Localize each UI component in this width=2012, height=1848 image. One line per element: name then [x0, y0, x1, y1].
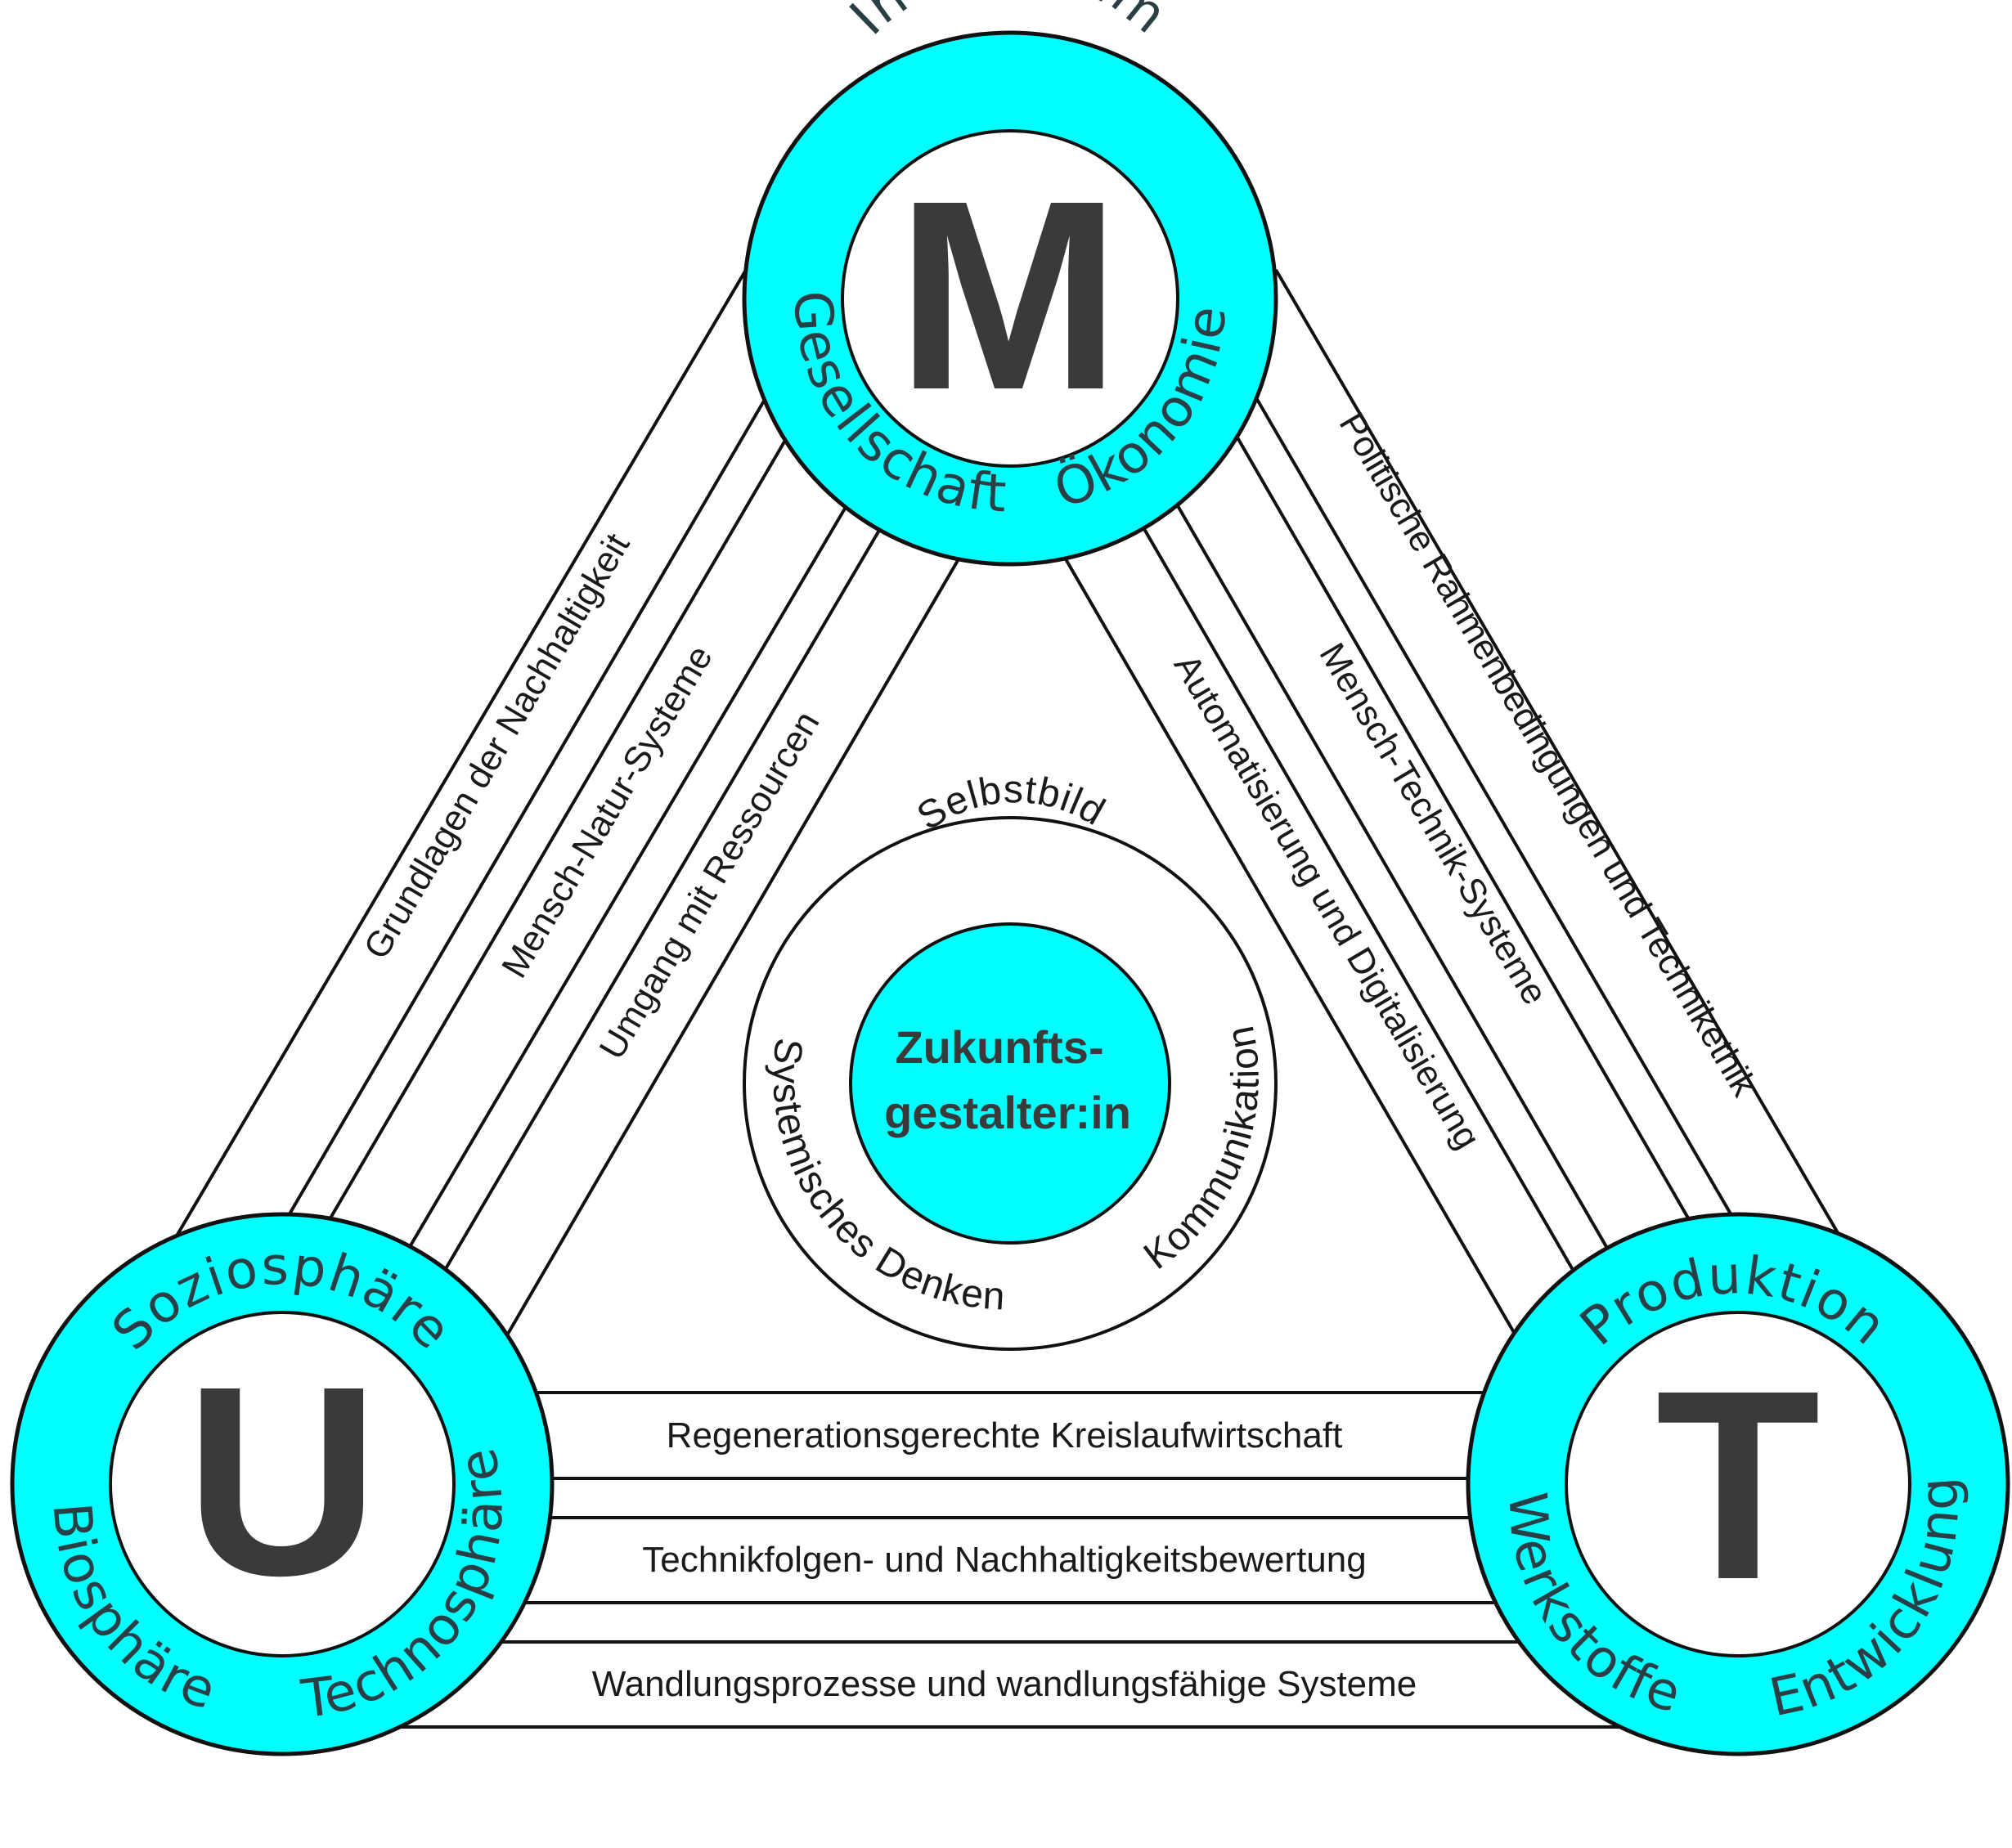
left-band-line [497, 546, 967, 1351]
node-u-core [109, 1311, 456, 1657]
left-band-line [321, 432, 791, 1232]
left-band-labels: Grundlagen der Nachhaltigkeit Mensch-Nat… [357, 527, 828, 1066]
node-t: T Produktion Werkstoffe Entwicklung [1466, 1212, 2010, 1756]
node-m: M Individuum Gesellschaft Ökonomie [742, 0, 1278, 567]
center-title-line2: gestalter:in [884, 1087, 1131, 1138]
bottom-band [397, 1391, 1619, 1729]
right-band-line [1233, 433, 1695, 1227]
right-band-line [1058, 546, 1523, 1347]
left-band-line [281, 391, 770, 1228]
bottom-band-labels: Regenerationsgerechte Kreislaufwirtschaf… [592, 1415, 1417, 1704]
band-label-technikfolgen: Technikfolgen- und Nachhaltigkeitsbewert… [642, 1540, 1366, 1580]
node-m-letter: M [896, 144, 1121, 446]
right-band [1058, 268, 1850, 1347]
node-u: U Soziosphäre Biosphäre Technosphäre [10, 1212, 555, 1756]
left-band [166, 264, 967, 1351]
right-band-line [1254, 395, 1740, 1228]
right-band-line [1274, 268, 1850, 1253]
node-t-letter: T [1655, 1334, 1821, 1635]
node-t-core [1565, 1311, 1911, 1657]
center-core [849, 922, 1171, 1245]
left-band-line [166, 264, 750, 1253]
center-circle: Zukunfts- gestalter:in Selbstbild System… [743, 768, 1278, 1351]
band-label-grundlagen: Grundlagen der Nachhaltigkeit [357, 527, 638, 966]
band-label-wandlungsprozesse: Wandlungsprozesse und wandlungsfähige Sy… [592, 1664, 1417, 1704]
left-band-line [440, 522, 885, 1277]
node-m-core [841, 129, 1179, 468]
right-band-line [1139, 522, 1580, 1281]
right-band-line [1172, 497, 1613, 1257]
band-label-kreislauf: Regenerationsgerechte Kreislaufwirtschaf… [667, 1415, 1343, 1456]
left-band-line [403, 497, 852, 1257]
node-u-letter: U [185, 1330, 379, 1631]
center-title-line1: Zukunfts- [895, 1021, 1103, 1073]
